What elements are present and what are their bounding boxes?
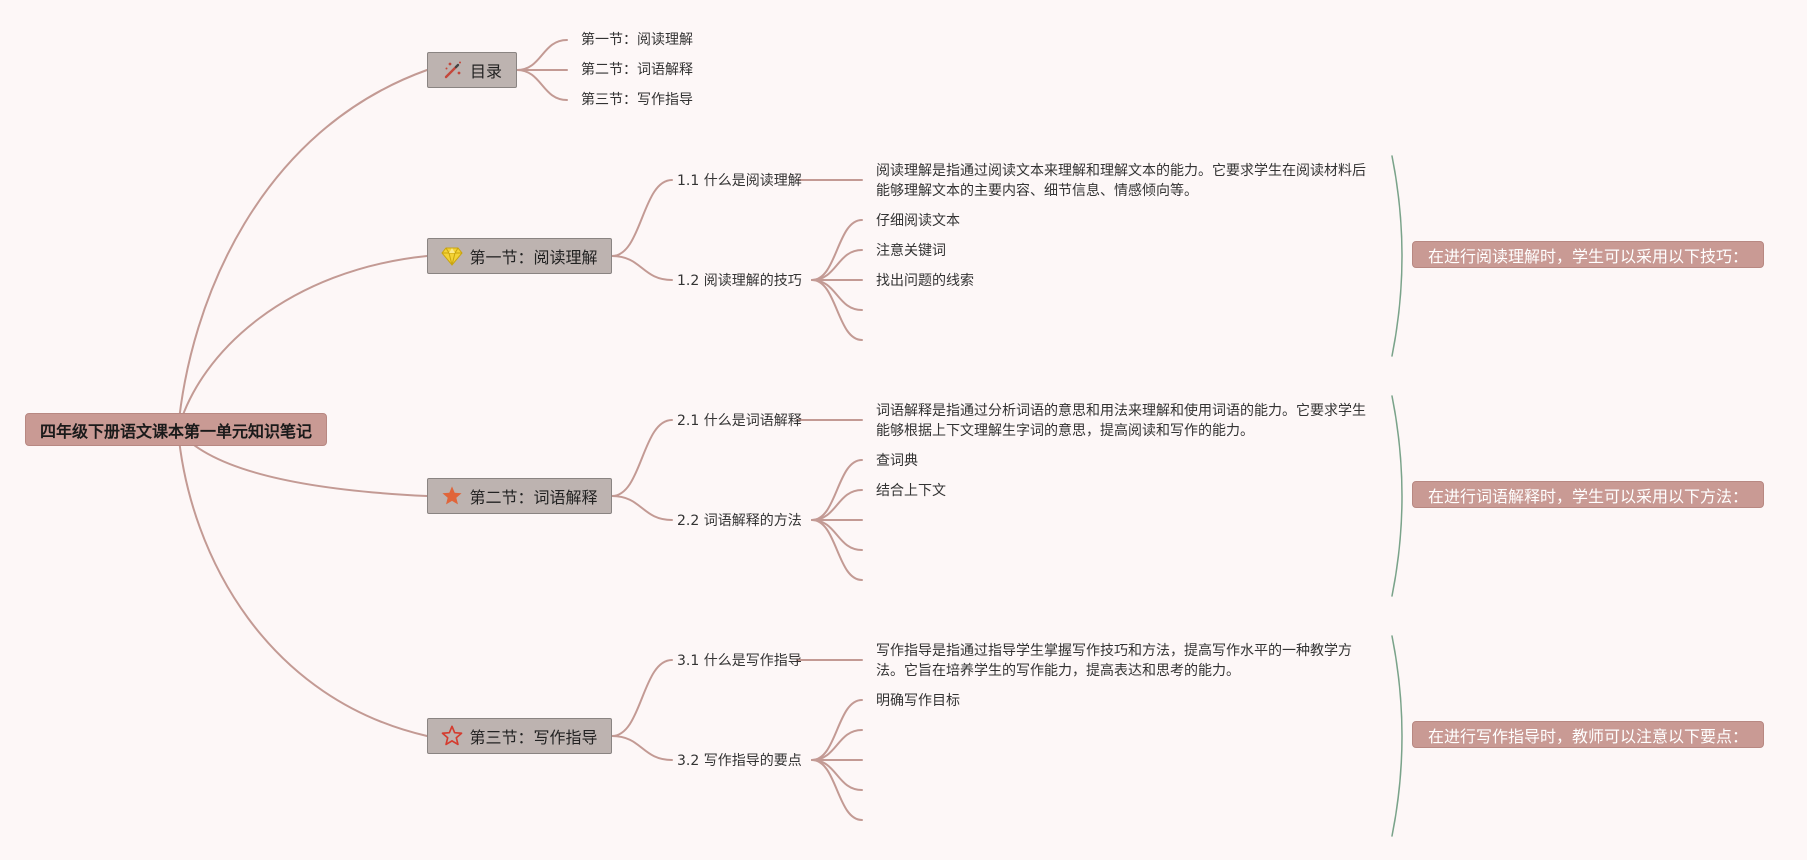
method-item-link — [811, 699, 863, 761]
method-item[interactable]: 结合上下文 — [876, 483, 946, 499]
toc-item[interactable]: 第二节：词语解释 — [581, 62, 693, 78]
section-title: 第三节：写作指导 — [469, 728, 598, 747]
root-topic[interactable]: 四年级下册语文课本第一单元知识笔记 — [25, 413, 327, 446]
method-label[interactable]: 3.2 写作指导的要点 — [677, 753, 802, 769]
summary-bracket — [1391, 635, 1403, 837]
definition-text[interactable]: 词语解释是指通过分析词语的意思和用法来理解和使用词语的能力。它要求学生能够根据上… — [876, 403, 1366, 439]
method-item-link — [811, 759, 863, 821]
section-link-method — [611, 495, 673, 521]
summary-topic[interactable]: 在进行写作指导时，教师可以注意以下要点： — [1412, 721, 1764, 748]
star-outline-icon — [441, 725, 463, 747]
method-item-link — [811, 729, 863, 761]
method-item[interactable]: 仔细阅读文本 — [876, 213, 960, 229]
method-item[interactable]: 找出问题的线索 — [876, 273, 974, 289]
method-item-link — [811, 279, 863, 311]
method-label[interactable]: 2.2 词语解释的方法 — [677, 513, 802, 529]
definition-label[interactable]: 1.1 什么是阅读理解 — [677, 173, 802, 189]
section-title: 第一节：阅读理解 — [469, 248, 598, 267]
method-item-link — [811, 279, 863, 341]
star-filled-icon — [441, 485, 463, 507]
section-link-method — [611, 735, 673, 761]
method-label[interactable]: 1.2 阅读理解的技巧 — [677, 273, 802, 289]
method-item-link — [811, 219, 863, 281]
toc-title: 目录 — [469, 62, 502, 81]
section-title: 第二节：词语解释 — [469, 488, 598, 507]
method-item-link — [811, 759, 863, 791]
toc-topic[interactable]: 目录 — [427, 52, 517, 88]
method-item[interactable]: 查词典 — [876, 453, 918, 469]
summary-bracket — [1391, 155, 1403, 357]
diamond-icon — [441, 245, 464, 267]
section-link-definition — [611, 419, 673, 497]
definition-label[interactable]: 3.1 什么是写作指导 — [677, 653, 802, 669]
toc-item[interactable]: 第一节：阅读理解 — [581, 32, 693, 48]
section-link-method — [611, 255, 673, 281]
method-item-link — [811, 519, 863, 581]
magic-wand-icon — [442, 59, 464, 81]
summary-bracket — [1391, 395, 1403, 597]
toc-item-link — [516, 39, 568, 71]
method-item-link — [811, 459, 863, 521]
toc-item[interactable]: 第三节：写作指导 — [581, 92, 693, 108]
method-item[interactable]: 注意关键词 — [876, 243, 946, 259]
definition-label[interactable]: 2.1 什么是词语解释 — [677, 413, 802, 429]
method-item-link — [811, 519, 863, 551]
toc-item-link — [516, 69, 568, 101]
definition-text[interactable]: 写作指导是指通过指导学生掌握写作技巧和方法，提高写作水平的一种教学方法。它旨在培… — [876, 643, 1352, 679]
section-link-definition — [611, 659, 673, 737]
root-link-toc — [177, 69, 428, 431]
section-topic-reading[interactable]: 第一节：阅读理解 — [427, 238, 612, 274]
method-item-link — [811, 249, 863, 281]
section-topic-writing[interactable]: 第三节：写作指导 — [427, 718, 612, 754]
summary-topic[interactable]: 在进行词语解释时，学生可以采用以下方法： — [1412, 481, 1764, 508]
method-item[interactable]: 明确写作目标 — [876, 693, 960, 709]
method-item-link — [811, 489, 863, 521]
definition-text[interactable]: 阅读理解是指通过阅读文本来理解和理解文本的能力。它要求学生在阅读材料后能够理解文… — [876, 163, 1366, 199]
root-link-section — [177, 429, 428, 737]
summary-topic[interactable]: 在进行阅读理解时，学生可以采用以下技巧： — [1412, 241, 1764, 268]
section-link-definition — [611, 179, 673, 257]
section-topic-vocabulary[interactable]: 第二节：词语解释 — [427, 478, 612, 514]
root-link-section — [177, 255, 428, 431]
